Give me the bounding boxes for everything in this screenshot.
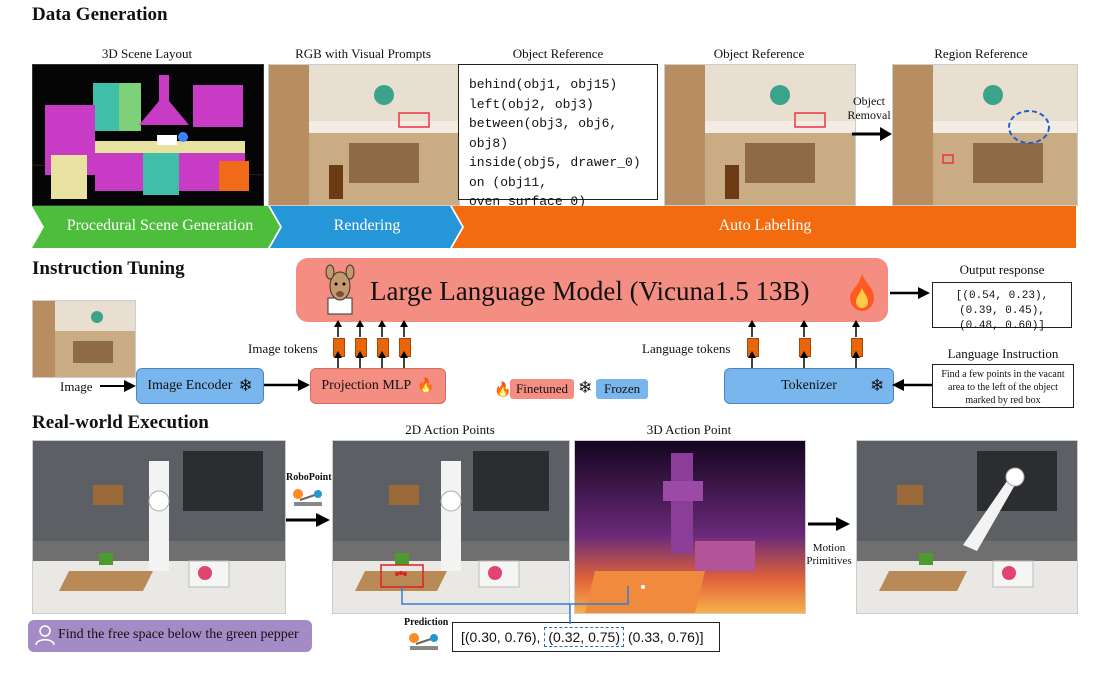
object-reference-text-box: behind(obj1, obj15) left(obj2, obj3) bet… bbox=[458, 64, 658, 229]
motion-primitives-label: Motion Primitives bbox=[806, 542, 852, 567]
llama-icon bbox=[322, 264, 358, 316]
caption-2d-action-points: 2D Action Points bbox=[405, 422, 495, 437]
finetuned-fire-icon: 🔥 bbox=[494, 383, 512, 398]
llm-output-arrow bbox=[890, 287, 930, 299]
prediction-box: [(0.30, 0.76), (0.32, 0.75) (0.33, 0.76)… bbox=[452, 622, 720, 652]
prediction-logo-icon bbox=[408, 630, 440, 657]
section-title-data-generation: Data Generation bbox=[32, 4, 168, 25]
encoder-to-projection-arrow bbox=[264, 379, 310, 391]
robopoint-arrow bbox=[286, 513, 330, 527]
instruction-to-tokenizer-arrow bbox=[892, 379, 932, 391]
llm-label: Large Language Model (Vicuna1.5 13B) bbox=[370, 276, 810, 306]
relation-line: behind(obj1, obj15) bbox=[469, 77, 618, 92]
output-response-box: [(0.54, 0.23), (0.39, 0.45), (0.48, 0.60… bbox=[932, 282, 1072, 332]
prediction-label: Prediction bbox=[404, 617, 449, 628]
robopoint-logo-icon bbox=[292, 486, 324, 513]
tokenizer-snowflake-icon: ❄ bbox=[870, 376, 885, 395]
caption-3d-scene-layout: 3D Scene Layout bbox=[101, 46, 193, 61]
llm-box bbox=[296, 258, 888, 322]
image-label: Image bbox=[60, 379, 93, 394]
prediction-point-highlighted: (0.32, 0.75) bbox=[544, 627, 624, 647]
relation-line: left(obj2, obj3) bbox=[469, 96, 594, 112]
image-token-arrows bbox=[334, 320, 408, 368]
stage-autolabel-shape bbox=[452, 206, 1076, 248]
projection-mlp-box: Projection MLP 🔥 bbox=[310, 368, 446, 404]
snowflake-icon: ❄ bbox=[238, 376, 253, 395]
tokenizer-box: Tokenizer bbox=[724, 368, 894, 404]
output-response-title: Output response bbox=[959, 262, 1045, 277]
stage-procedural-scene-generation: Procedural Scene Generation bbox=[66, 217, 254, 234]
legend-frozen: Frozen bbox=[596, 379, 649, 399]
language-tokens-label: Language tokens bbox=[642, 341, 731, 356]
relation-line: inside(obj5, drawer_0) bbox=[469, 155, 641, 170]
relation-line: between(obj3, obj6, obj8) bbox=[469, 116, 618, 151]
caption-object-reference-image: Object Reference bbox=[713, 46, 805, 61]
user-icon bbox=[34, 624, 56, 651]
pipeline-stage-bar bbox=[32, 206, 1076, 248]
section-title-instruction-tuning: Instruction Tuning bbox=[32, 258, 185, 279]
stage-rendering: Rendering bbox=[333, 217, 401, 234]
language-instruction-box: Find a few points in the vacant area to … bbox=[932, 364, 1074, 408]
execution-result-image bbox=[856, 440, 1078, 614]
fire-icon: 🔥 bbox=[417, 378, 435, 394]
input-image-thumbnail bbox=[32, 300, 136, 378]
caption-region-reference: Region Reference bbox=[934, 46, 1028, 61]
legend-finetuned: Finetuned bbox=[510, 379, 574, 399]
rgb-visual-prompts-image bbox=[268, 64, 460, 206]
caption-rgb-visual-prompts: RGB with Visual Prompts bbox=[295, 46, 431, 61]
stage-auto-labeling: Auto Labeling bbox=[718, 217, 812, 234]
prediction-connector-lines bbox=[401, 586, 629, 624]
prediction-point: [(0.30, 0.76), bbox=[461, 629, 541, 645]
image-encoder-label: Image Encoder bbox=[147, 378, 233, 393]
language-token-arrows bbox=[748, 320, 860, 368]
caption-3d-action-point: 3D Action Point bbox=[646, 422, 732, 437]
stage-procedural-shape bbox=[32, 206, 280, 248]
legend-snowflake-icon: ❄ bbox=[578, 378, 593, 397]
object-removal-arrow bbox=[852, 127, 892, 141]
caption-object-reference-text: Object Reference bbox=[512, 46, 604, 61]
query-bubble bbox=[28, 620, 312, 652]
fire-icon bbox=[848, 272, 876, 312]
tokenizer-label: Tokenizer bbox=[781, 378, 837, 393]
relation-line: on (obj11, oven_surface_0) bbox=[469, 174, 587, 210]
depth-3d-image bbox=[574, 440, 806, 614]
scene-layout-image bbox=[32, 64, 264, 206]
object-removal-label: Object Removal bbox=[847, 94, 891, 122]
image-encoder-box: Image Encoder ❄ bbox=[136, 368, 264, 404]
action-points-2d-image bbox=[332, 440, 570, 614]
prediction-point: (0.33, 0.76)] bbox=[628, 629, 704, 645]
robopoint-label: RoboPoint bbox=[286, 472, 332, 483]
language-instruction-title: Language Instruction bbox=[947, 346, 1059, 361]
image-tokens-label: Image tokens bbox=[248, 341, 318, 356]
projection-mlp-label: Projection MLP bbox=[321, 378, 412, 393]
region-reference-image bbox=[892, 64, 1078, 206]
section-title-realworld-execution: Real-world Execution bbox=[32, 412, 209, 433]
query-text: Find the free space below the green pepp… bbox=[58, 627, 299, 642]
object-reference-image bbox=[664, 64, 856, 206]
motion-primitives-arrow bbox=[808, 517, 850, 531]
realworld-input-image bbox=[32, 440, 286, 614]
stage-rendering-shape bbox=[270, 206, 462, 248]
image-to-encoder-arrow bbox=[100, 380, 136, 392]
